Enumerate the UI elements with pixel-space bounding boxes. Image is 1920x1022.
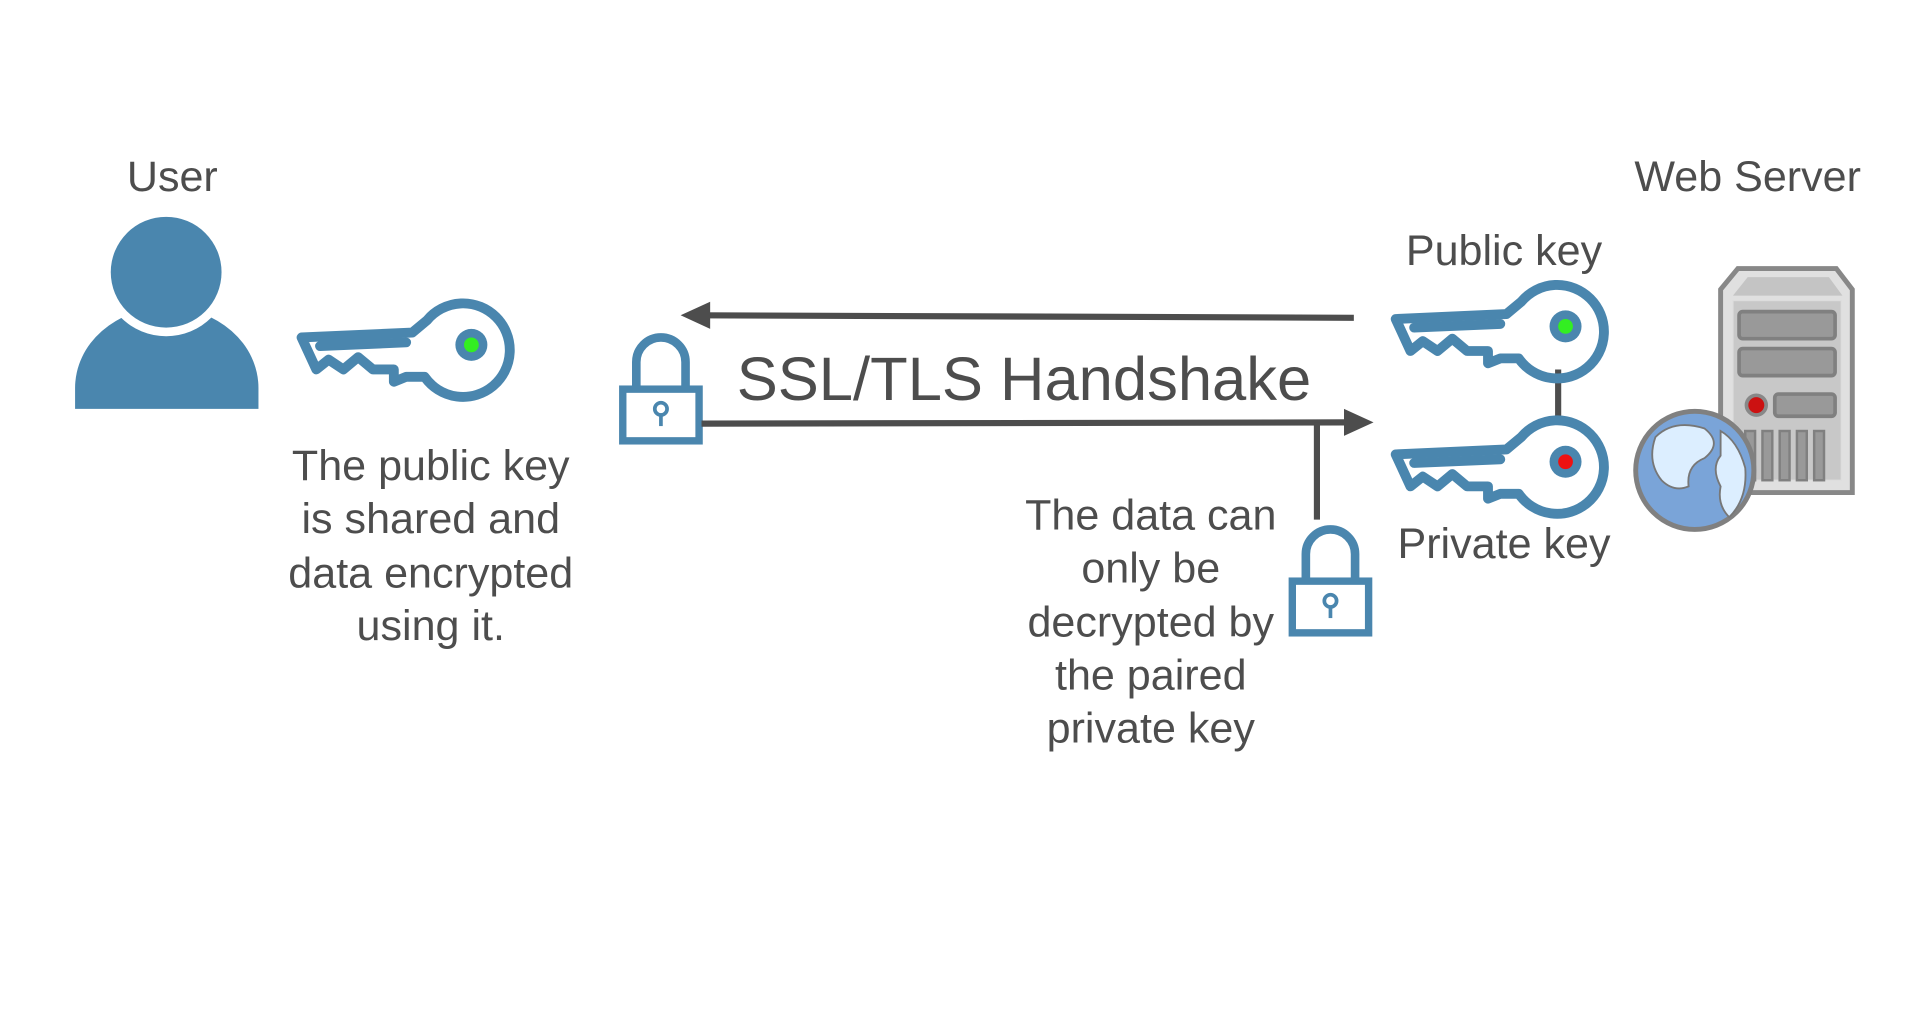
user-label: User [127,153,218,201]
decrypt-note-line: decrypted by [1027,599,1274,647]
user-note-line: using it. [357,602,505,650]
private-key-label: Private key [1397,520,1610,568]
user-note-line: data encrypted [288,549,573,597]
server-label: Web Server [1634,153,1861,201]
public-key-label: Public key [1406,227,1603,275]
private-key-icon [1396,420,1604,514]
globe-icon [1633,408,1757,532]
user-note-line: is shared and [301,495,560,543]
decrypt-note-line: private key [1047,704,1256,752]
server-icon [1718,266,1855,495]
lock-icon [1292,529,1368,632]
public-key-icon [1396,285,1604,379]
public-key-icon [302,303,510,397]
decrypt-note: The data can only be decrypted by the pa… [1025,491,1276,752]
lock-icon [623,337,699,440]
user-note: The public key is shared and data encryp… [288,442,573,650]
user-icon [75,208,259,409]
user-note-line: The public key [292,442,570,490]
arrow-server-to-user [680,301,1354,329]
decrypt-note-line: the paired [1055,651,1247,699]
decrypt-note-line: The data can [1025,491,1276,539]
decrypt-note-line: only be [1081,544,1220,592]
arrow-user-to-server [701,408,1374,520]
handshake-label: SSL/TLS Handshake [737,345,1311,414]
